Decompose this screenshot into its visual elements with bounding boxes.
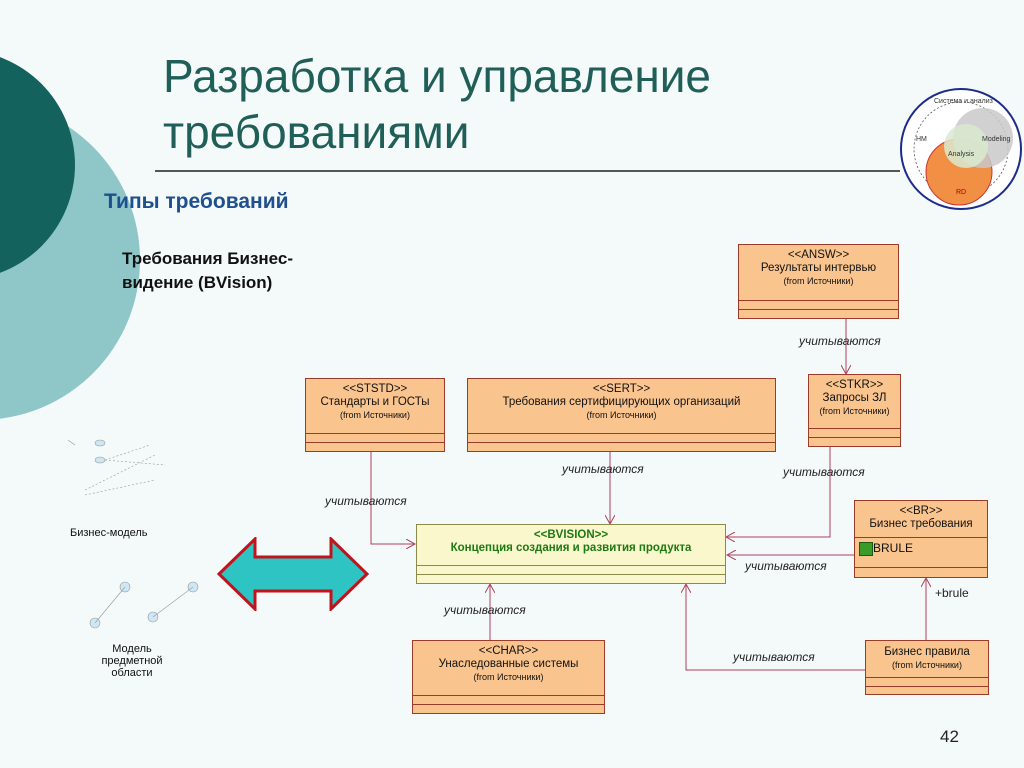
box-char-name: Унаследованные системы [438, 658, 579, 670]
box-separator [855, 567, 987, 568]
box-ststd[interactable]: <<STSTD>> Стандарты и ГОСТы (from Источн… [305, 378, 445, 452]
edge-rules-to-bvision [686, 584, 865, 671]
decorative-circles [0, 57, 140, 419]
page-title: Разработка и управление требованиями [163, 50, 712, 158]
box-sert[interactable]: <<SERT>> Требования сертифицирующих орга… [467, 378, 776, 452]
box-separator [417, 565, 725, 566]
attribute-icon [859, 541, 873, 556]
box-stkr[interactable]: <<STKR>> Запросы ЗЛ (from Источники) [808, 374, 901, 447]
edge-label-br: учитываются [745, 559, 827, 573]
logo-hm-text: HM [916, 136, 927, 143]
edge-label-stkr: учитываются [783, 465, 865, 479]
box-br-name: Бизнес требования [869, 518, 973, 530]
box-bvision-stereotype: <<BVISION>> [533, 529, 609, 541]
box-separator [866, 686, 988, 687]
edge-stkr-to-bvision [726, 447, 831, 537]
box-answ-name: Результаты интервью [760, 262, 877, 274]
section-subtitle: Типы требований [104, 190, 289, 213]
box-rules-from: (from Источники) [892, 660, 962, 670]
box-separator [855, 537, 987, 538]
venn-logo: Система и анализ HM Modeling Analysis RD [900, 88, 1022, 210]
box-separator [468, 433, 775, 434]
box-char-stereotype: <<CHAR>> [478, 645, 539, 657]
box-stkr-stereotype: <<STKR>> [825, 379, 884, 391]
box-ststd-name: Стандарты и ГОСТы [320, 396, 430, 408]
box-bvision[interactable]: <<BVISION>> Концепция создания и развити… [416, 524, 726, 584]
box-br-stereotype: <<BR>> [899, 505, 943, 517]
box-sert-from: (from Источники) [586, 410, 657, 420]
box-sert-stereotype: <<SERT>> [592, 383, 651, 395]
logo-top-text: Система и анализ [934, 98, 993, 105]
box-separator [739, 300, 898, 301]
business-model-caption: Бизнес-модель [70, 527, 148, 539]
box-answ-from: (from Источники) [783, 276, 854, 286]
logo-analysis-text: Analysis [948, 151, 975, 158]
dark-teal-circle [0, 57, 75, 273]
edge-ststd-to-bvision [370, 452, 415, 544]
box-separator [306, 442, 444, 443]
box-ststd-stereotype: <<STSTD>> [342, 383, 408, 395]
box-stkr-name: Запросы ЗЛ [822, 392, 887, 404]
box-answ[interactable]: <<ANSW>> Результаты интервью (from Источ… [738, 244, 899, 319]
title-divider [155, 170, 900, 172]
box-char-from: (from Источники) [473, 672, 544, 682]
box-separator [413, 695, 604, 696]
business-model-thumbnail [67, 439, 166, 496]
box-br-attribute: BRULE [859, 541, 913, 556]
edge-label-sert: учитываются [562, 462, 644, 476]
box-char[interactable]: <<CHAR>> Унаследованные системы (from Ис… [412, 640, 605, 714]
logo-rd-text: RD [956, 189, 966, 196]
box-separator [809, 428, 900, 429]
box-separator [413, 704, 604, 705]
box-separator [866, 677, 988, 678]
logo-modeling-text: Modeling [982, 136, 1011, 143]
box-separator [306, 433, 444, 434]
bidirectional-arrow [217, 537, 369, 611]
box-br-attr-text: BRULE [873, 541, 914, 555]
box-rules[interactable]: Бизнес правила (from Источники) [865, 640, 989, 695]
box-br[interactable]: <<BR>> Бизнес требования BRULE [854, 500, 988, 578]
bvision-label: Требования Бизнес-видение (BVision) [122, 249, 294, 292]
edge-label-ststd: учитываются [325, 494, 407, 508]
box-stkr-from: (from Источники) [819, 406, 890, 416]
edge-label-brule: +brule [935, 586, 969, 600]
edge-label-char: учитываются [444, 603, 526, 617]
page-number: 42 [940, 727, 959, 746]
box-separator [809, 437, 900, 438]
box-rules-name: Бизнес правила [884, 646, 970, 658]
box-separator [739, 309, 898, 310]
box-separator [468, 442, 775, 443]
edge-label-rules: учитываются [733, 650, 815, 664]
box-sert-name: Требования сертифицирующих организаций [502, 396, 741, 408]
box-bvision-name: Концепция создания и развития продукта [450, 542, 692, 554]
domain-model-thumbnail [89, 581, 199, 629]
domain-model-caption: Модель предметной области [101, 643, 163, 679]
box-separator [417, 574, 725, 575]
box-ststd-from: (from Источники) [340, 410, 410, 420]
box-answ-stereotype: <<ANSW>> [787, 249, 850, 261]
edge-label-answ: учитываются [799, 334, 881, 348]
